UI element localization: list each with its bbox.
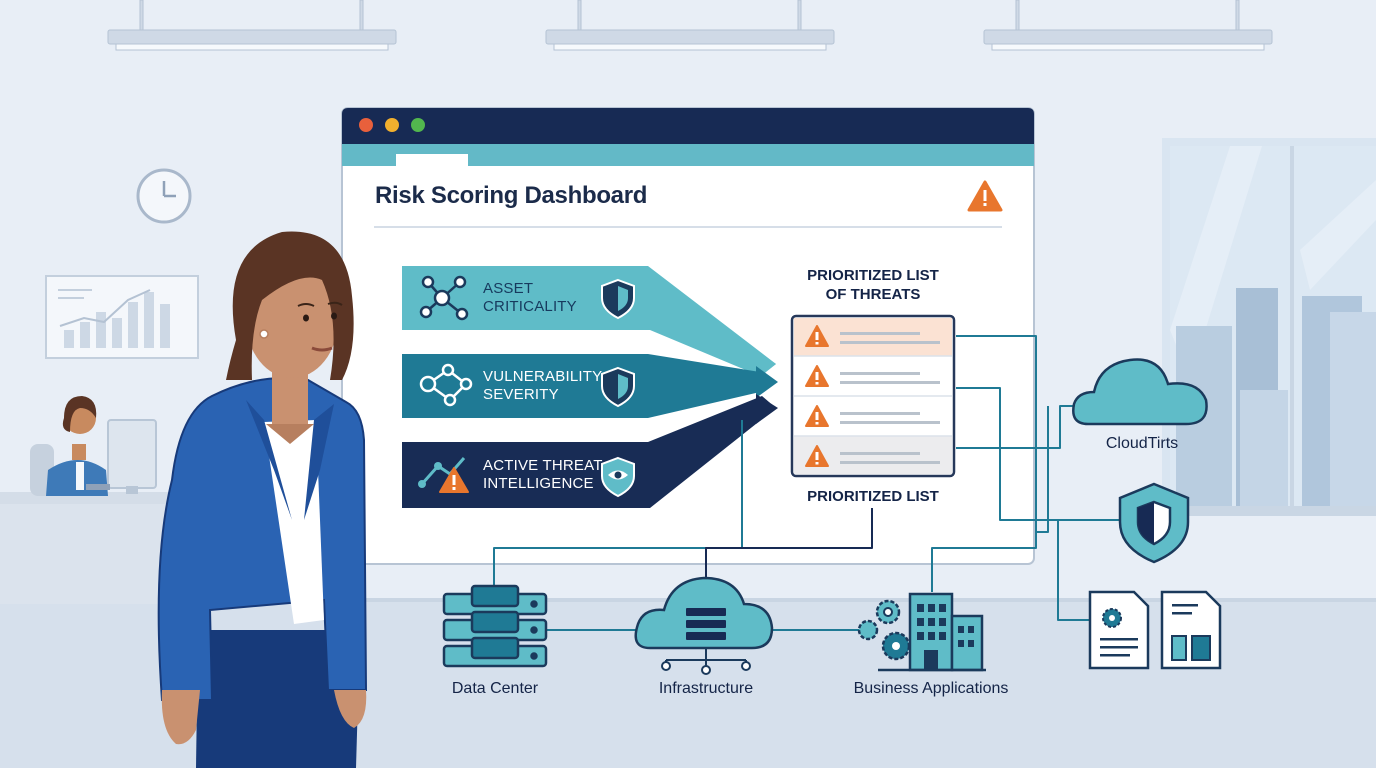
threat-row-warning-icon — [805, 365, 940, 387]
network-nodes-icon — [419, 275, 469, 321]
cloud-icon — [1072, 358, 1208, 426]
infrastructure-cloud-icon — [634, 576, 774, 675]
network-nodes-icon — [419, 363, 473, 407]
connector-lines — [493, 335, 1120, 631]
window-close-button[interactable] — [359, 118, 373, 132]
graph-warning-icon — [418, 457, 469, 493]
infrastructure-label: Infrastructure — [658, 680, 754, 697]
factor-label-line: CRITICALITY — [483, 298, 577, 315]
heading-line: OF THREATS — [825, 286, 921, 303]
factor-label-line: ACTIVE THREAT — [483, 457, 603, 474]
prioritized-list-footer: PRIORITIZED LIST — [807, 488, 939, 505]
threat-row-warning-icon — [805, 405, 940, 427]
factor-label-line: INTELLIGENCE — [483, 475, 594, 492]
shield-icon — [601, 278, 635, 320]
window-maximize-button[interactable] — [411, 118, 425, 132]
heading-line: PRIORITIZED LIST — [807, 267, 939, 284]
window-minimize-button[interactable] — [385, 118, 399, 132]
presenter-person — [157, 231, 368, 768]
security-shield-icon — [1118, 482, 1190, 564]
city-window — [1162, 138, 1376, 516]
threat-row-warning-icon — [805, 325, 940, 347]
factor-label-line: ASSET — [483, 280, 534, 297]
prioritized-list-heading: PRIORITIZED LIST OF THREATS — [780, 266, 966, 304]
factor-arrow-vulnerability — [402, 354, 778, 418]
factor-arrow-threat-intel — [402, 394, 778, 508]
document-chart-icon — [1160, 590, 1222, 670]
business-applications-label: Business Applications — [853, 680, 1009, 697]
factor-asset-criticality: ASSET CRITICALITY — [483, 280, 577, 316]
ceiling-light — [107, 0, 1273, 51]
shield-icon — [601, 366, 635, 408]
dashboard-title: Risk Scoring Dashboard — [375, 182, 648, 209]
eye-shield-icon — [601, 456, 635, 498]
wall-chart-poster — [45, 275, 199, 359]
warning-icon — [967, 180, 1003, 212]
business-apps-icon — [857, 592, 986, 672]
document-gear-icon — [1088, 590, 1150, 670]
clock-icon — [136, 168, 192, 224]
threat-row-warning-icon — [805, 445, 940, 467]
server-rack-icon — [442, 584, 548, 668]
factor-label-line: SEVERITY — [483, 386, 559, 403]
data-center-label: Data Center — [451, 680, 539, 697]
factor-vulnerability-severity: VULNERABILITY SEVERITY — [483, 368, 602, 404]
cloud-label: CloudTirts — [1105, 435, 1179, 452]
factor-active-threat-intelligence: ACTIVE THREAT INTELLIGENCE — [483, 457, 603, 493]
factor-label-line: VULNERABILITY — [483, 368, 603, 385]
